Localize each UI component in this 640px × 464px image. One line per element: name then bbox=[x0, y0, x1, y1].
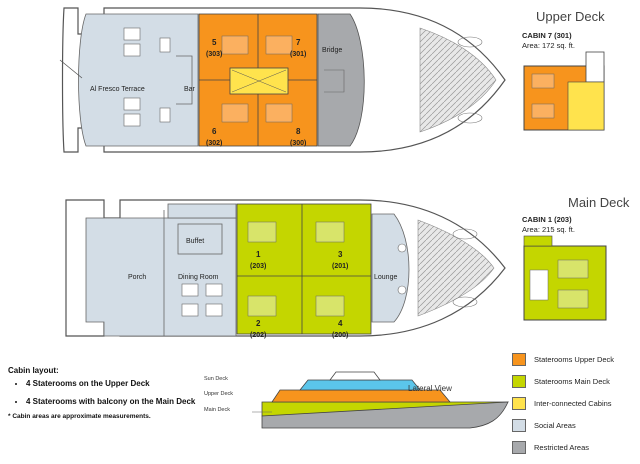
upper-cabins bbox=[198, 13, 318, 147]
cabin-layout: Cabin layout: 4 Staterooms on the Upper … bbox=[8, 366, 238, 420]
cabin-7-detail: CABIN 7 (301) Area: 172 sq. ft. bbox=[522, 31, 575, 51]
terrace-label: Al Fresco Terrace bbox=[90, 86, 145, 93]
bridge-area bbox=[317, 13, 365, 147]
porch-dining-area bbox=[85, 203, 237, 337]
cabin-7-detail-area: Area: 172 sq. ft. bbox=[522, 41, 575, 50]
cabin-6-num: 6 bbox=[212, 127, 217, 136]
cabin-8-num: 8 bbox=[296, 127, 301, 136]
legend-swatch bbox=[512, 397, 526, 410]
main-cabins bbox=[236, 203, 372, 335]
porch-label: Porch bbox=[128, 274, 146, 281]
main-deck-title: Main Deck bbox=[568, 195, 630, 210]
cabin-layout-list: 4 Staterooms on the Upper Deck 4 Statero… bbox=[8, 379, 238, 406]
cabin-1-num: 1 bbox=[256, 250, 261, 259]
legend-swatch bbox=[512, 353, 526, 366]
legend-label: Restricted Areas bbox=[534, 443, 590, 452]
bridge-label: Bridge bbox=[322, 47, 342, 54]
cabin-7-num: 7 bbox=[296, 38, 301, 47]
cabin-1-detail-name: CABIN 1 (203) bbox=[522, 215, 572, 224]
cabin-7-detail-plan bbox=[523, 51, 605, 131]
legend: Staterooms Upper Deck Staterooms Main De… bbox=[512, 353, 640, 464]
level-upper-deck: Upper Deck bbox=[204, 391, 234, 397]
legend-swatch bbox=[512, 419, 526, 432]
lounge-area bbox=[371, 213, 410, 323]
lateral-view-title: Lateral View bbox=[408, 384, 452, 393]
legend-label: Inter-connected Cabins bbox=[534, 399, 612, 408]
upper-deck-title: Upper Deck bbox=[536, 9, 605, 24]
legend-label: Staterooms Upper Deck bbox=[534, 355, 615, 364]
legend-swatch bbox=[512, 441, 526, 454]
cabin-5-code: (303) bbox=[206, 51, 222, 58]
bar-label: Bar bbox=[184, 86, 196, 93]
cabin-area-note: * Cabin areas are approximate measuremen… bbox=[8, 413, 151, 420]
legend-item: Staterooms Upper Deck bbox=[512, 353, 640, 366]
cabin-1-detail-area: Area: 215 sq. ft. bbox=[522, 225, 575, 234]
legend-label: Social Areas bbox=[534, 421, 576, 430]
lounge-label: Lounge bbox=[374, 274, 397, 281]
cabin-1-detail-plan bbox=[523, 235, 607, 321]
cabin-1-code: (203) bbox=[250, 263, 266, 270]
cabin-6-code: (302) bbox=[206, 140, 222, 147]
cabin-4-code: (200) bbox=[332, 332, 348, 339]
level-sun-deck: Sun Deck bbox=[204, 376, 228, 382]
cabin-2-num: 2 bbox=[256, 319, 261, 328]
cabin-3-code: (201) bbox=[332, 263, 348, 270]
cabin-layout-heading: Cabin layout: bbox=[8, 366, 59, 375]
terrace-area bbox=[78, 13, 199, 147]
cabin-4-num: 4 bbox=[338, 319, 343, 328]
cabin-1-detail: CABIN 1 (203) Area: 215 sq. ft. bbox=[522, 215, 575, 235]
cabin-7-detail-name: CABIN 7 (301) bbox=[522, 31, 572, 40]
legend-item: Restricted Areas bbox=[512, 441, 640, 454]
legend-label: Staterooms Main Deck bbox=[534, 377, 610, 386]
level-main-deck: Main Deck bbox=[204, 407, 230, 413]
legend-swatch bbox=[512, 375, 526, 388]
legend-item: Social Areas bbox=[512, 419, 640, 432]
buffet-label: Buffet bbox=[186, 238, 204, 245]
cabin-8-code: (300) bbox=[290, 140, 306, 147]
cabin-layout-item: 4 Staterooms on the Upper Deck bbox=[26, 379, 238, 388]
cabin-2-code: (202) bbox=[250, 332, 266, 339]
cabin-5-num: 5 bbox=[212, 38, 217, 47]
dining-label: Dining Room bbox=[178, 274, 219, 281]
legend-item: Inter-connected Cabins bbox=[512, 397, 640, 410]
legend-item: Staterooms Main Deck bbox=[512, 375, 640, 388]
lateral-view-boat bbox=[252, 371, 509, 429]
cabin-layout-item: 4 Staterooms with balcony on the Main De… bbox=[26, 397, 238, 406]
cabin-3-num: 3 bbox=[338, 250, 343, 259]
cabin-7-code: (301) bbox=[290, 51, 306, 58]
